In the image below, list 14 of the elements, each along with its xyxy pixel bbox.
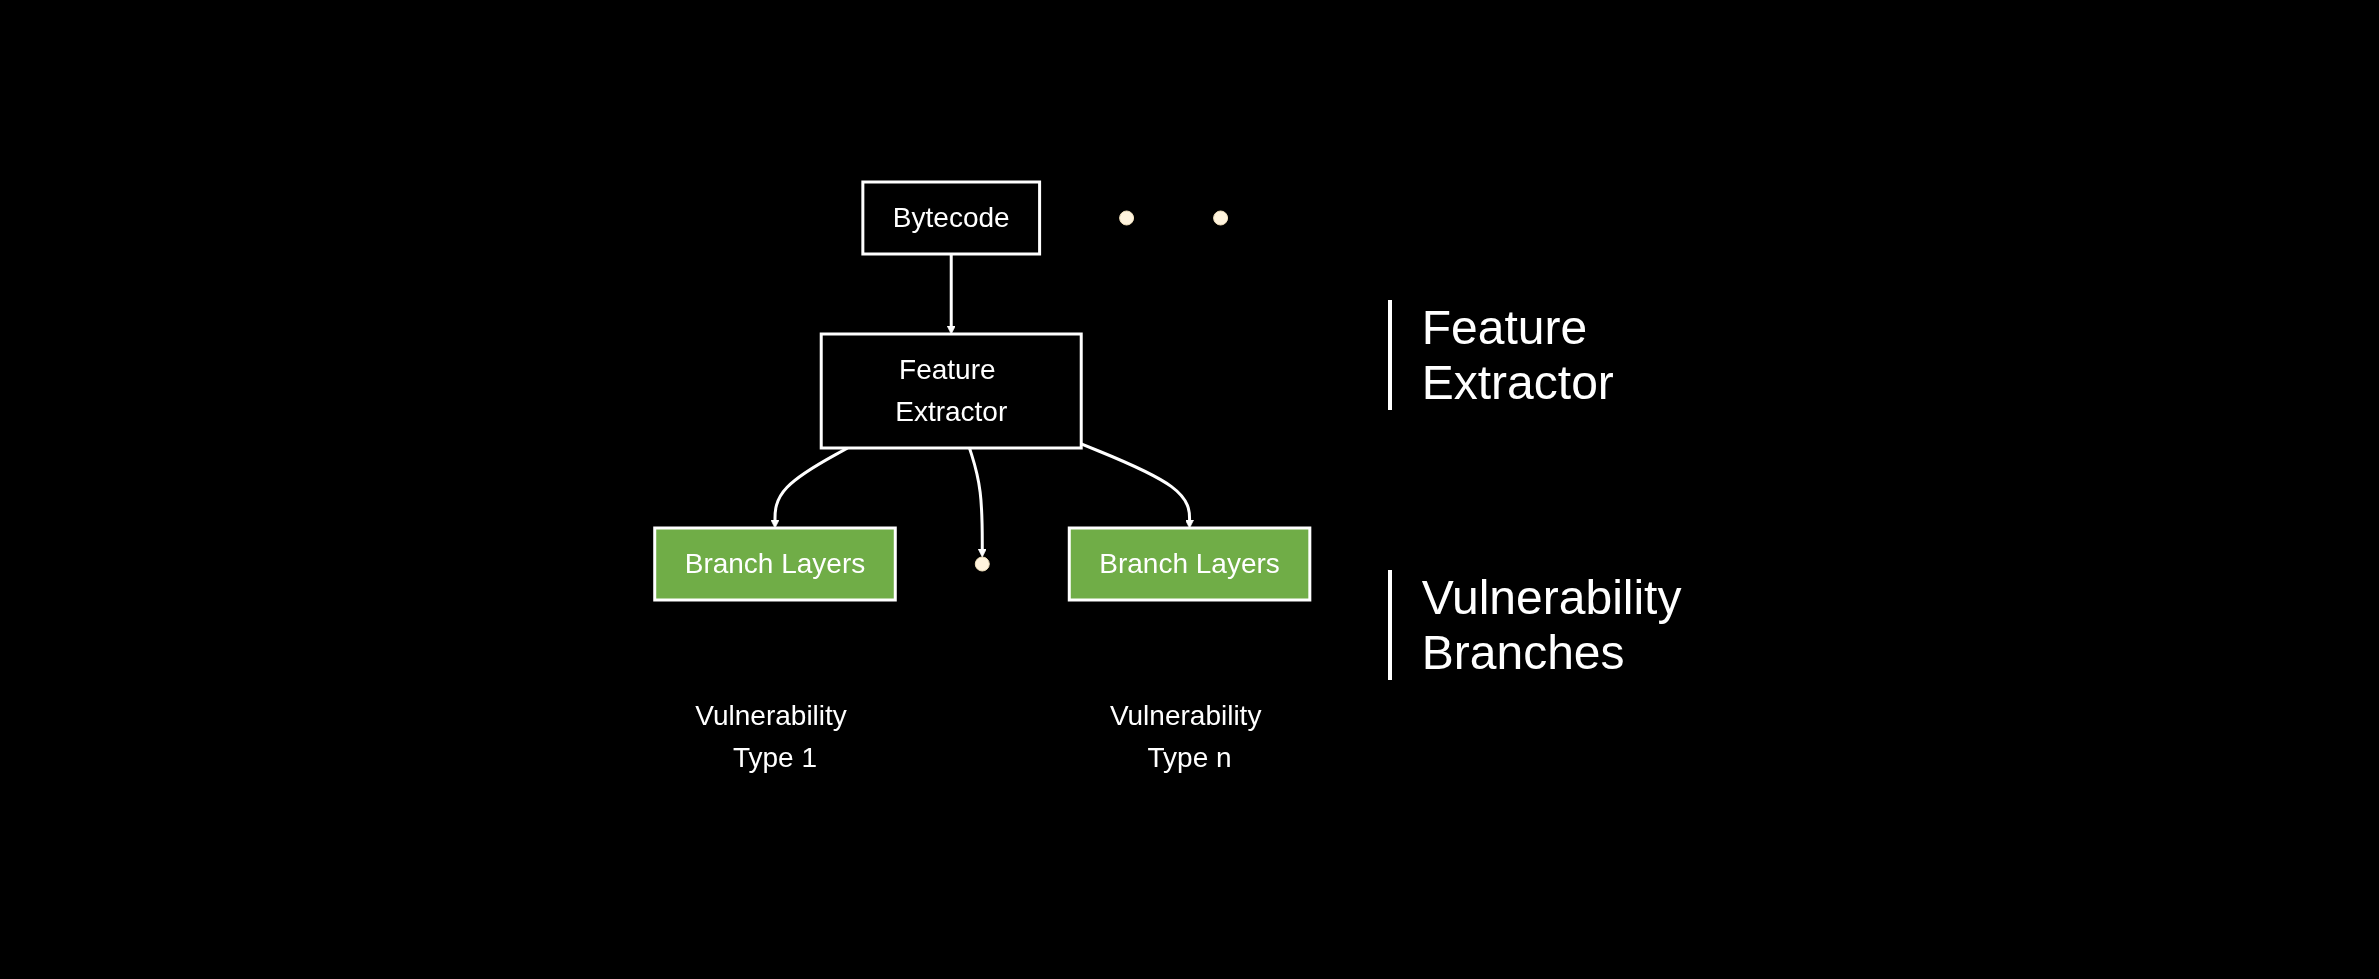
- arrow: [1080, 442, 1195, 528]
- node-box: Branch Layers: [653, 526, 897, 601]
- node-label: Vulnerability Type 1: [695, 699, 848, 773]
- node-circle: [975, 556, 990, 571]
- node-box: Branch Layers: [1068, 526, 1312, 601]
- node-box: Bytecode: [861, 180, 1042, 255]
- arrow: [947, 253, 956, 334]
- brace-label: Feature Extractor: [1387, 299, 1742, 410]
- brace-label: Vulnerability Branches: [1387, 569, 1742, 680]
- node-box: Feature Extractor: [819, 332, 1083, 449]
- arrow: [968, 447, 987, 557]
- node-circle: [1213, 210, 1229, 225]
- node-label: Vulnerability Type n: [1110, 699, 1262, 773]
- node-circle: [1119, 210, 1135, 225]
